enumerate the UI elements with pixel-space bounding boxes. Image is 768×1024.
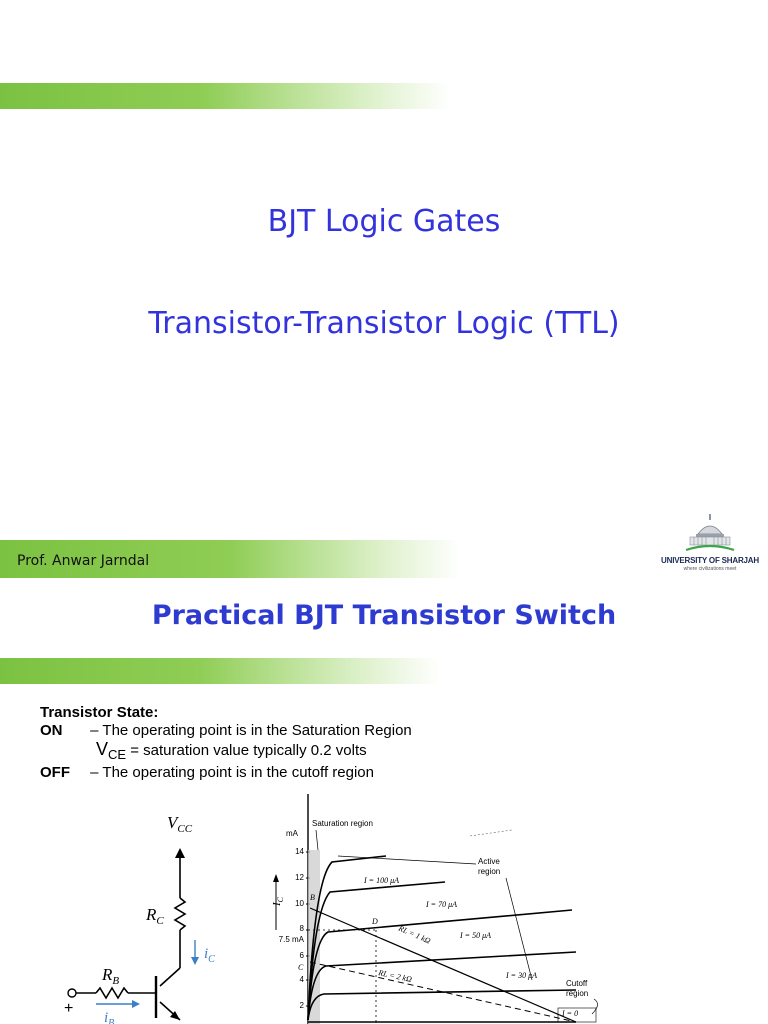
active-label-1: Active [478,857,500,866]
slide-title-line-2: Transistor-Transistor Logic (TTL) [148,306,620,341]
state-header: Transistor State: [40,704,159,721]
svg-text:I = 70 μA: I = 70 μA [425,900,457,909]
svg-text:I = 100 μA: I = 100 μA [363,876,399,885]
vce-subscript: CE [108,747,127,762]
rb-label: RB [101,965,119,987]
slide-2-title: Practical BJT Transistor Switch [151,600,617,631]
state-off-line: OFF – The operating point is in the cuto… [40,764,412,782]
university-logo: UNIVERSITY OF SHARJAH where civilization… [660,512,760,574]
ib-label: iB [104,1010,114,1024]
vce-line: VCE = saturation value typically 0.2 vol… [40,740,412,764]
header-accent-bar [0,83,450,109]
on-label: ON [40,722,63,739]
svg-text:7.5 mA: 7.5 mA [279,935,305,944]
load-line-2k [309,961,577,1023]
saturation-label: Saturation region [312,819,373,828]
point-d: D [371,917,378,926]
curve-ib-10 [307,989,577,1021]
slide-title: BJT Logic Gates Transistor-Transistor Lo… [0,83,760,578]
svg-text:I = 50 μA: I = 50 μA [459,931,491,940]
point-c: C [298,963,304,972]
unit-label: mA [286,829,299,838]
output-characteristics-plot: mA 14 12 10 8 7.5 mA 6 4 2 IC Saturation… [271,794,598,1024]
off-label: OFF [40,764,70,781]
slide-2-accent-bar [0,658,440,684]
dome-icon [685,514,735,552]
vce-symbol: V [96,739,109,759]
transistor-state-text: Transistor State: ON – The operating poi… [40,704,412,782]
plus-sign: + [64,1000,73,1017]
author-name: Prof. Anwar Jarndal [17,553,150,569]
ic-label: iC [204,946,215,965]
svg-text:RL = 1 kΩ: RL = 1 kΩ [396,923,432,946]
svg-text:12: 12 [295,873,304,882]
emitter-arrow-icon [170,1011,180,1020]
vcc-arrow-icon [175,848,185,858]
svg-text:I = 30 μA: I = 30 μA [505,971,537,980]
y-axis-label: IC [271,896,285,907]
svg-text:6: 6 [300,951,305,960]
on-description: – The operating point is in the Saturati… [86,722,412,739]
load-line-1k [309,907,577,1023]
svg-text:I = 0: I = 0 [561,1009,578,1018]
input-terminal [67,988,77,998]
ib-curves [307,855,577,1023]
slide-title-line-1: BJT Logic Gates [267,204,501,239]
slide-switch: Practical BJT Transistor Switch Transist… [0,580,768,1024]
y-tick-labels: 14 12 10 8 7.5 mA 6 4 2 [279,847,305,1010]
svg-text:2: 2 [300,1001,305,1010]
active-label-2: region [478,867,500,876]
footer-accent-bar [0,540,460,578]
rc-label: RC [145,905,164,927]
university-name: UNIVERSITY OF SHARJAH [661,556,759,565]
transistor-switch-circuit: VCC RC iC RB iB + [64,813,215,1024]
state-on-line: ON – The operating point is in the Satur… [40,722,412,740]
curve-labels: I = 100 μA I = 70 μA I = 50 μA I = 30 μA… [363,876,578,1018]
svg-text:RL = 2 kΩ: RL = 2 kΩ [377,968,413,984]
cutoff-label-1: Cutoff [566,979,588,988]
curve-ib-30 [307,951,577,1021]
off-description: – The operating point is in the cutoff r… [86,764,374,781]
svg-text:14: 14 [295,847,304,856]
curve-ib-70 [307,881,446,1021]
svg-text:10: 10 [295,899,304,908]
cutoff-label-2: region [566,989,588,998]
university-tagline: where civilizations meet [683,566,737,572]
point-b: B [310,893,315,902]
vcc-label: VCC [167,813,193,835]
svg-text:8: 8 [300,924,305,933]
svg-text:4: 4 [300,975,305,984]
vce-description: = saturation value typically 0.2 volts [126,742,367,759]
ic-axis-arrow-icon [273,874,279,882]
resistor-rc [173,897,187,931]
resistor-rb [95,986,129,1000]
